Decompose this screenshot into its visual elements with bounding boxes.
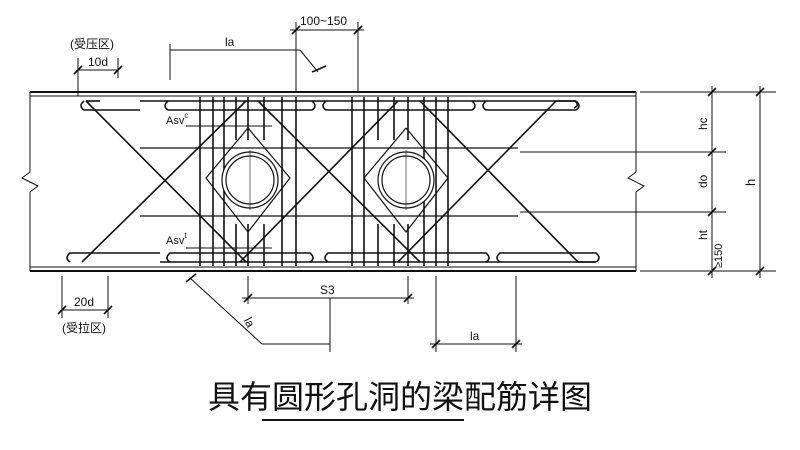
label-s3: S3: [320, 283, 335, 297]
dimension-lines: [57, 22, 776, 352]
label-la-top: la: [225, 35, 235, 49]
label-la-diagonal: la: [241, 315, 258, 330]
labels: (受压区) 10d la 100~150 Asvc Asvt 20d (受拉区)…: [62, 14, 758, 343]
drawing-title: 具有圆形孔洞的梁配筋详图: [208, 378, 592, 421]
longitudinal-bars: [66, 100, 600, 263]
label-ht: ht: [696, 229, 710, 240]
label-d0: do: [696, 174, 710, 188]
label-anchor-20d: 20d: [74, 295, 94, 309]
diagonal-bars: [81, 100, 596, 263]
label-min150: ≥150: [713, 244, 725, 268]
label-compression-zone: (受压区): [70, 37, 114, 51]
label-h: h: [743, 179, 758, 186]
label-la-bottom: la: [470, 329, 480, 343]
label-asv-top: Asvc: [166, 111, 188, 127]
stirrups: [199, 97, 449, 266]
label-asv-bottom: Asvt: [166, 231, 187, 247]
label-spacing: 100~150: [300, 14, 347, 28]
beam-outline: [21, 91, 645, 272]
label-tension-zone: (受拉区): [62, 320, 106, 335]
round-holes: [221, 150, 435, 210]
label-anchor-10d: 10d: [88, 55, 108, 69]
title-text: 具有圆形孔洞的梁配筋详图: [208, 378, 592, 416]
label-hc: hc: [696, 117, 710, 130]
